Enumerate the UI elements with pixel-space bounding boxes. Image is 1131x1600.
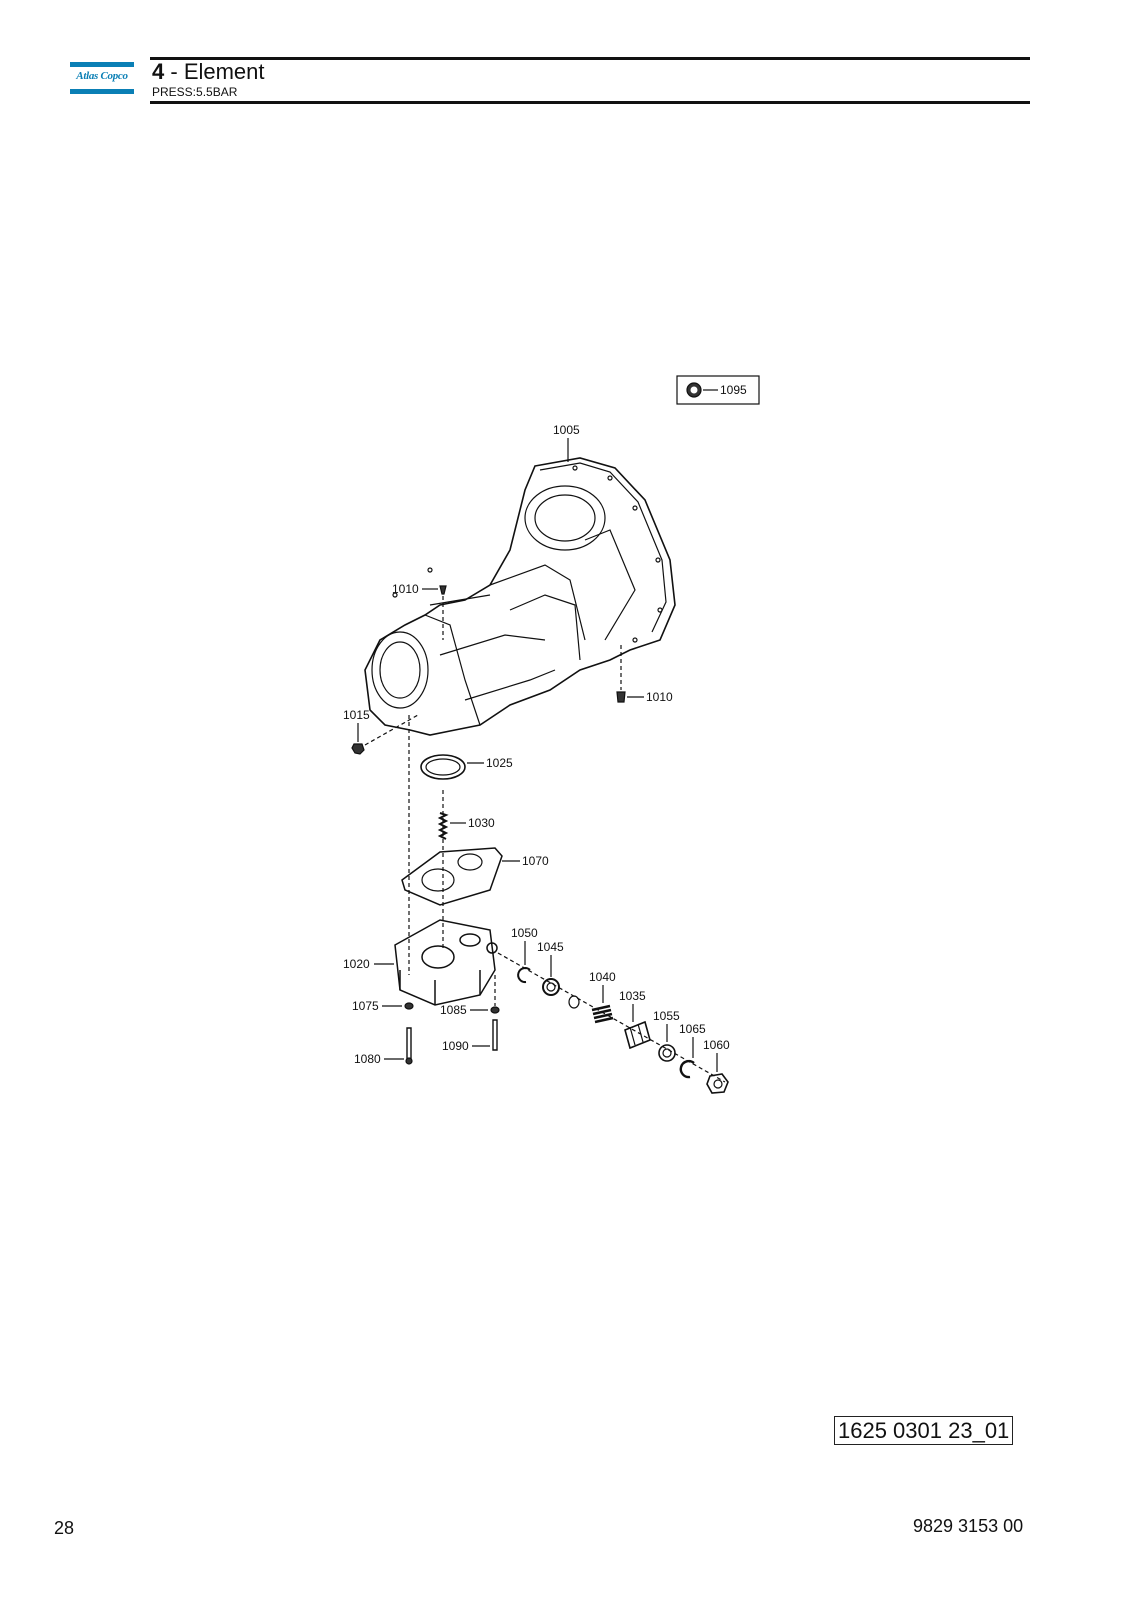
callout-1080: 1080 xyxy=(354,1052,381,1066)
callout-1075: 1075 xyxy=(352,999,379,1013)
section-separator: - xyxy=(164,59,184,84)
logo-bar-bottom xyxy=(70,89,134,94)
callout-1015: 1015 xyxy=(343,708,370,722)
callout-1050: 1050 xyxy=(511,926,538,940)
section-number: 4 xyxy=(152,59,165,84)
plug-1010-lower xyxy=(616,691,626,703)
callout-1020: 1020 xyxy=(343,957,370,971)
piston-1035 xyxy=(624,1020,651,1050)
valve-block-1020 xyxy=(394,919,498,1006)
plug-1015 xyxy=(351,743,365,755)
ring-1050 xyxy=(517,967,531,984)
callout-1035: 1035 xyxy=(619,989,646,1003)
callout-1010-lower: 1010 xyxy=(646,690,673,704)
figure-id-box: 1625 0301 23_01 xyxy=(834,1416,1014,1445)
callout-1085: 1085 xyxy=(440,1003,467,1017)
spring-1030 xyxy=(437,812,449,840)
callout-1040: 1040 xyxy=(589,970,616,984)
logo-bar-top xyxy=(70,62,134,67)
bushing-1045 xyxy=(542,978,560,996)
callout-1025: 1025 xyxy=(486,756,513,770)
page-subtitle: PRESS:5.5BAR xyxy=(152,85,238,99)
inset-box-1095 xyxy=(676,375,760,405)
exploded-parts-diagram: 1095 1005 1010 1010 1015 1025 xyxy=(343,375,760,1094)
cap-nut-1060 xyxy=(706,1073,729,1094)
circlip-1065 xyxy=(679,1059,695,1079)
spring-1040 xyxy=(591,1004,614,1024)
element-housing-1005 xyxy=(364,457,676,736)
logo-text: Atlas Copco xyxy=(76,70,128,82)
washer-1085 xyxy=(490,1006,500,1014)
washer-1055 xyxy=(658,1044,676,1062)
callout-1030: 1030 xyxy=(468,816,495,830)
header-rule-top xyxy=(150,57,1030,60)
washer-1075 xyxy=(404,1002,414,1010)
seal-ring-1025 xyxy=(420,754,466,780)
gasket-1070 xyxy=(401,847,503,906)
callout-1065: 1065 xyxy=(679,1022,706,1036)
atlas-copco-logo: Atlas Copco xyxy=(70,62,134,94)
o-ring-small xyxy=(568,995,580,1009)
page-title: 4 - Element xyxy=(152,59,265,85)
page-number: 28 xyxy=(54,1518,75,1538)
callout-1010-upper: 1010 xyxy=(392,582,419,596)
callout-1090: 1090 xyxy=(442,1039,469,1053)
bolt-1080 xyxy=(406,1027,412,1061)
header-rule-bottom xyxy=(150,101,1030,104)
callout-1005: 1005 xyxy=(553,423,580,437)
document-number: 9829 3153 00 xyxy=(913,1516,1024,1536)
callout-1055: 1055 xyxy=(653,1009,680,1023)
callout-1070: 1070 xyxy=(522,854,549,868)
bolt-1090 xyxy=(492,1019,498,1051)
callout-1045: 1045 xyxy=(537,940,564,954)
callout-1095: 1095 xyxy=(720,383,747,397)
plug-1010-upper xyxy=(439,585,447,595)
callout-1060: 1060 xyxy=(703,1038,730,1052)
section-title: Element xyxy=(183,59,265,84)
